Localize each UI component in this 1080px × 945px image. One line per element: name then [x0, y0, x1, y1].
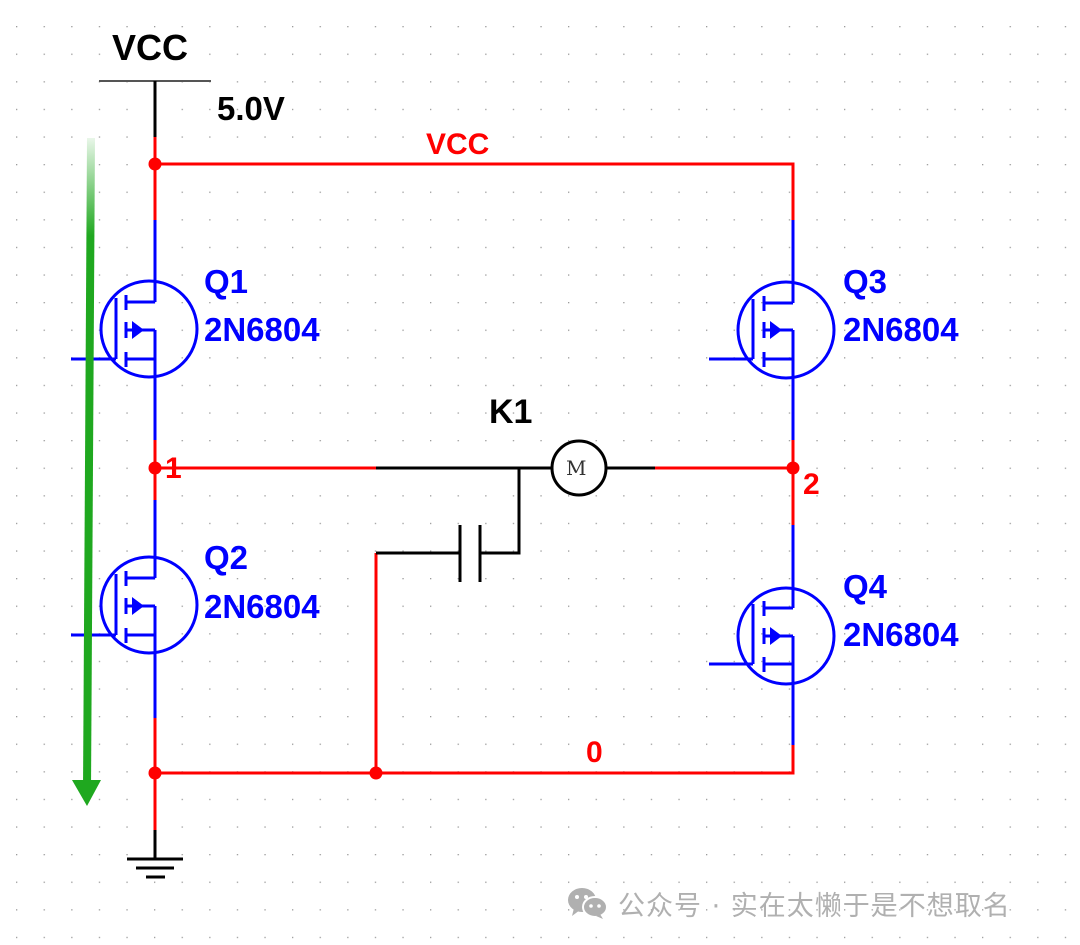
transistor-q3-ref: Q3 — [843, 263, 887, 300]
watermark-text: 公众号 · 实在太懒于是不想取名 — [618, 890, 1011, 922]
transistor-q2[interactable] — [71, 500, 199, 718]
motor-k1[interactable] — [376, 439, 655, 497]
transistor-q4-part: 2N6804 — [843, 616, 959, 653]
vcc-voltage-label: 5.0V — [217, 90, 285, 127]
net-label-vcc: VCC — [426, 128, 489, 161]
junction-dot-vcc — [148, 157, 162, 171]
transistor-q2-ref: Q2 — [204, 539, 248, 576]
junction-dot-ground-mid — [369, 766, 383, 780]
net-label-ground: 0 — [586, 736, 603, 769]
motor-ref-label: K1 — [489, 393, 532, 431]
vcc-source-label: VCC — [112, 27, 188, 68]
wire-vcc-top — [155, 162, 795, 220]
transistor-q3[interactable] — [709, 220, 836, 440]
net-label-node1: 1 — [165, 452, 182, 485]
wechat-icon — [568, 888, 608, 919]
capacitor[interactable] — [376, 468, 521, 582]
watermark: 公众号 · 实在太懒于是不想取名 — [566, 880, 1011, 926]
transistor-q3-part: 2N6804 — [843, 311, 959, 348]
transistor-q1-ref: Q1 — [204, 263, 248, 300]
motor-symbol-label: M — [566, 456, 586, 480]
junction-dot-ground-left — [148, 766, 162, 780]
vcc-source[interactable]: VCC 5.0V — [99, 27, 285, 137]
junction-dot-node1 — [148, 461, 162, 475]
transistor-q2-part: 2N6804 — [204, 588, 320, 625]
net-label-node2: 2 — [803, 468, 820, 501]
wires — [153, 137, 795, 830]
transistor-q1-part: 2N6804 — [204, 311, 320, 348]
junction-dot-node2 — [786, 461, 800, 475]
ground-symbol — [127, 830, 183, 879]
transistor-q4-ref: Q4 — [843, 568, 888, 605]
current-flow-arrow — [72, 138, 101, 806]
transistor-q4[interactable] — [709, 525, 836, 745]
wire-ground-net — [155, 745, 795, 775]
